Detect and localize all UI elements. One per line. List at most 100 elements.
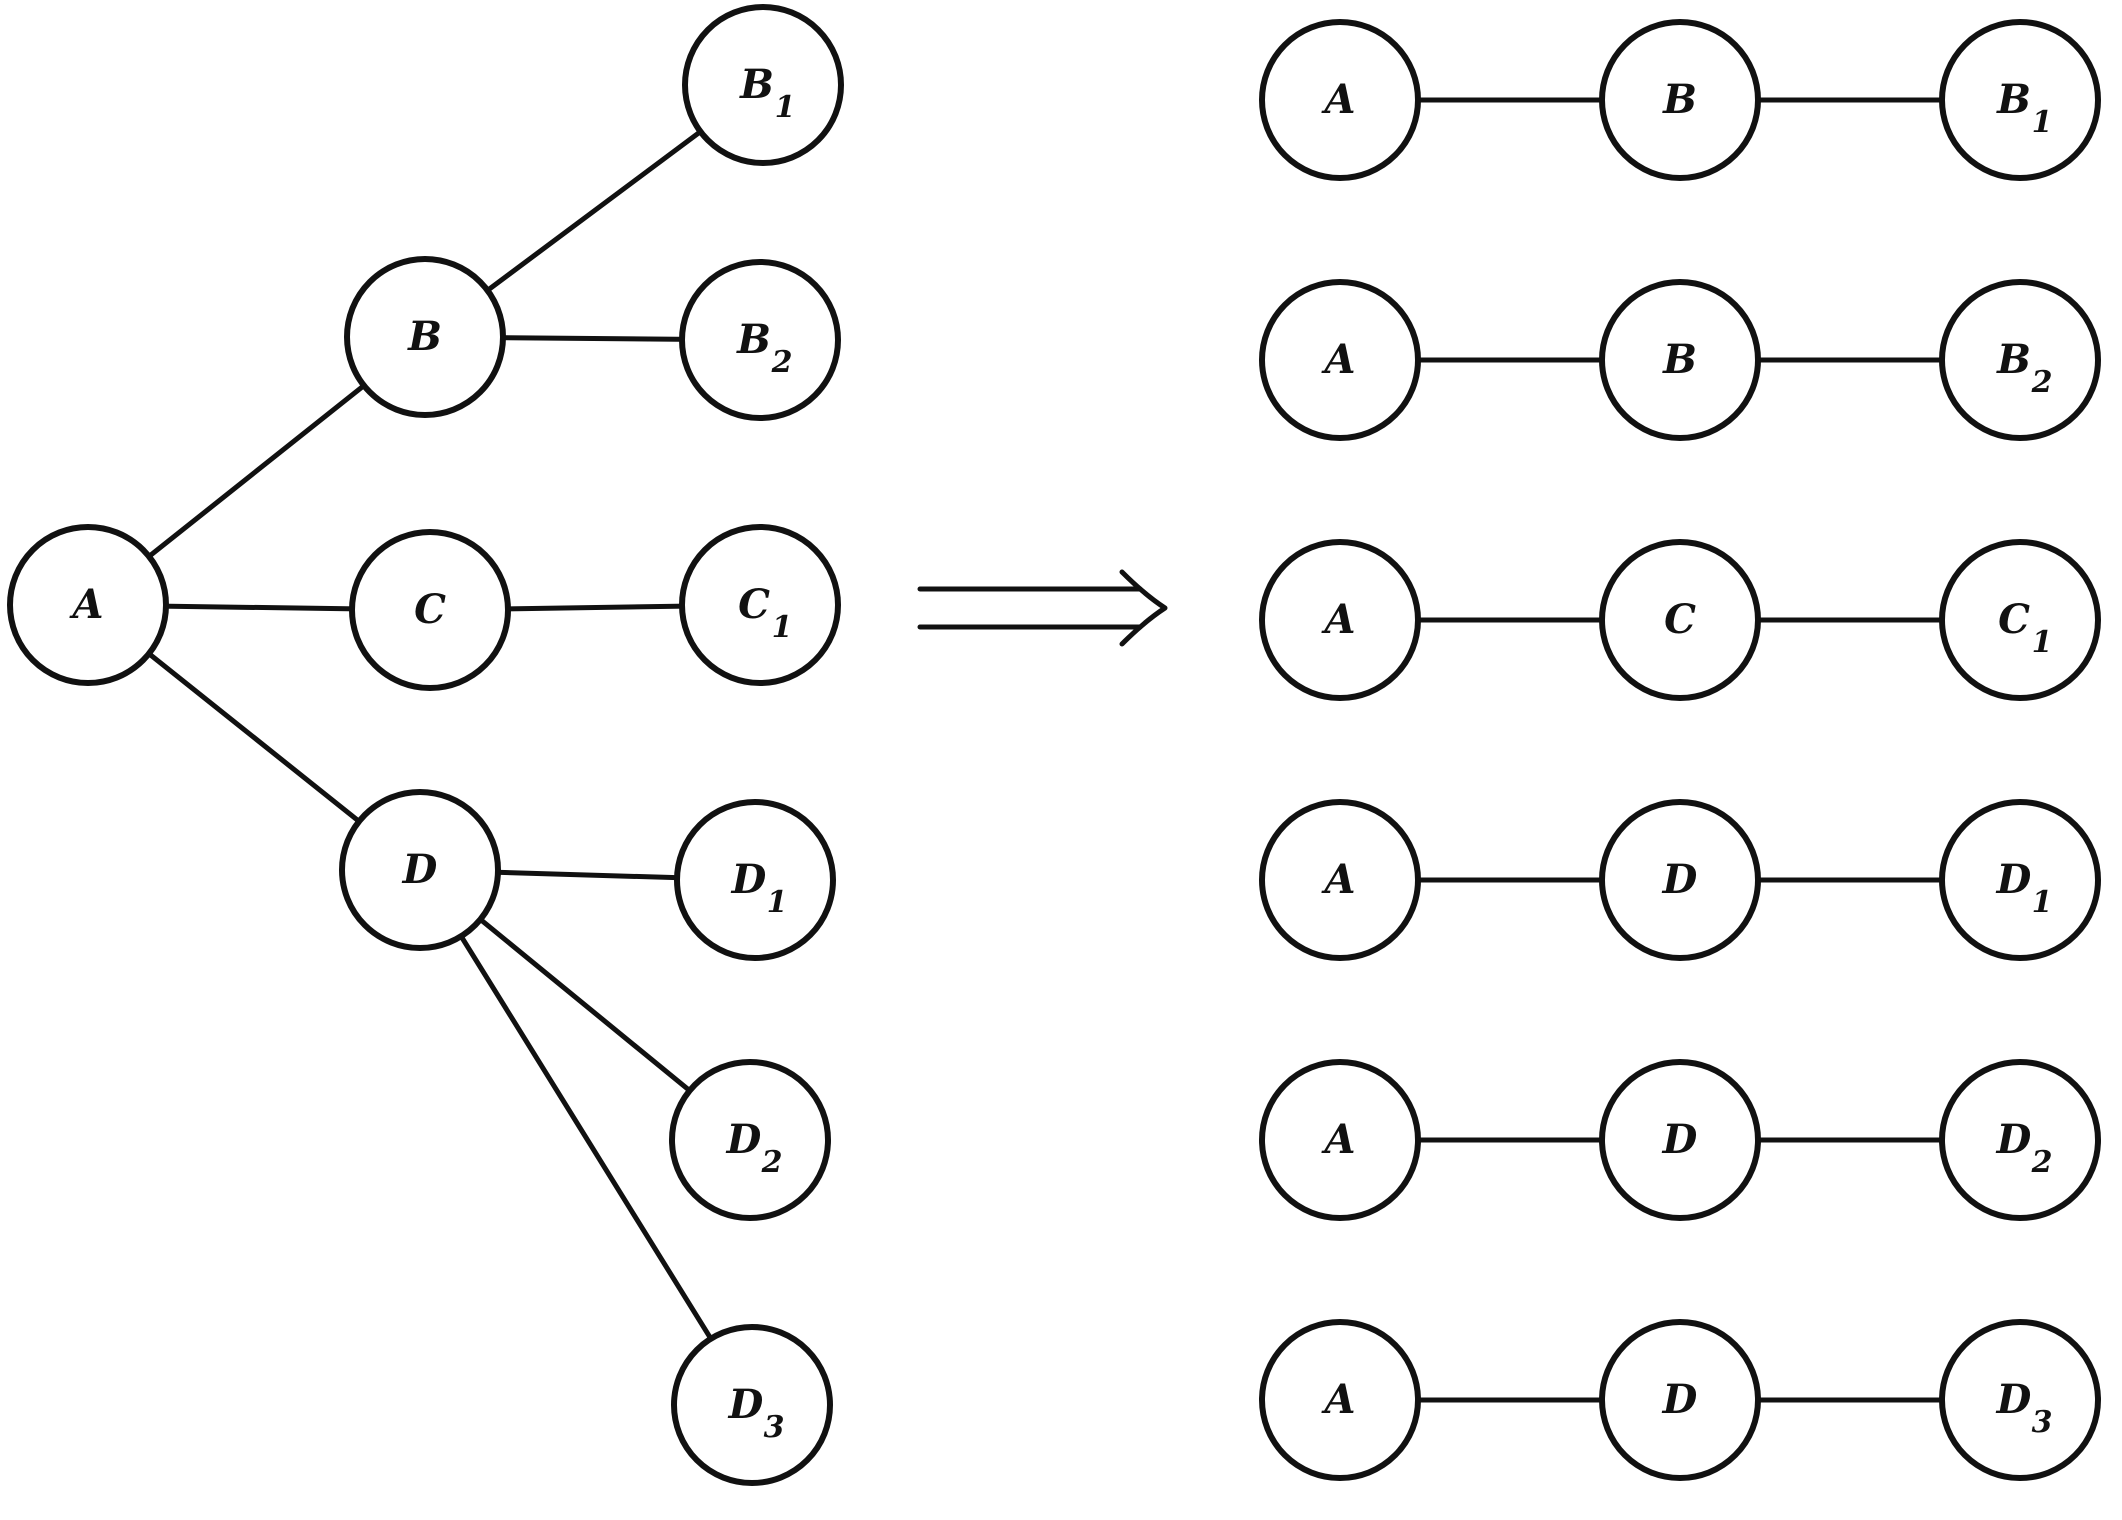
path-3-node-a: A	[1259, 539, 1421, 701]
arrow-head	[1119, 569, 1168, 647]
tree-node-c-label: C	[414, 586, 446, 633]
tree-node-c-circle	[349, 529, 511, 691]
tree-node-d3-circle	[671, 1324, 833, 1486]
path-1-node-a-circle	[1259, 19, 1421, 181]
path-1-node-b-circle	[1599, 19, 1761, 181]
path-4-node-d-label: D	[1662, 856, 1698, 903]
tree-node-d-label: D	[402, 846, 438, 893]
tree-node-d1-subscript: 1	[767, 885, 788, 920]
tree-node-b2-circle	[679, 259, 841, 421]
tree-node-d2-circle	[669, 1059, 831, 1221]
tree-node-a: A	[7, 524, 169, 686]
tree-edge-d-d3	[417, 867, 755, 1408]
path-6-node-d: D	[1599, 1319, 1761, 1481]
path-5-node-a: A	[1259, 1059, 1421, 1221]
tree-node-d3-label: D	[728, 1381, 764, 1428]
path-5-node-a-label: A	[1320, 1116, 1355, 1163]
path-6-node-d3-circle	[1939, 1319, 2101, 1481]
path-6-node-d-circle	[1599, 1319, 1761, 1481]
tree-node-c: C	[349, 529, 511, 691]
path-4-node-a-label: A	[1320, 856, 1355, 903]
tree-node-c1-label: C	[738, 581, 770, 628]
double-arrow-icon	[917, 569, 1168, 647]
path-3-node-c-label: C	[1664, 596, 1696, 643]
tree-node-b1-label: B	[739, 61, 774, 108]
tree-node-b1-subscript: 1	[775, 90, 796, 125]
path-2-node-b2-label: B	[1996, 336, 2031, 383]
tree-node-b: B	[344, 256, 506, 418]
tree-node-d-circle	[339, 789, 501, 951]
path-4-node-d1-circle	[1939, 799, 2101, 961]
path-2-node-a-label: A	[1320, 336, 1355, 383]
tree-node-d1-label: D	[731, 856, 767, 903]
path-4-node-a-circle	[1259, 799, 1421, 961]
path-2-node-a-circle	[1259, 279, 1421, 441]
tree-node-b2-subscript: 2	[771, 345, 793, 380]
path-5-node-d-circle	[1599, 1059, 1761, 1221]
path-5-node-a-circle	[1259, 1059, 1421, 1221]
path-4-node-d: D	[1599, 799, 1761, 961]
path-5-node-d2-label: D	[1996, 1116, 2032, 1163]
tree-node-d3-subscript: 3	[764, 1410, 785, 1445]
path-3-node-a-label: A	[1320, 596, 1355, 643]
path-1-node-a: A	[1259, 19, 1421, 181]
path-2-node-b2-circle	[1939, 279, 2101, 441]
path-3-node-c-circle	[1599, 539, 1761, 701]
path-1-node-b-label: B	[1662, 76, 1697, 123]
tree-node-b2-label: B	[736, 316, 771, 363]
path-3-node-c: C	[1599, 539, 1761, 701]
tree-node-c1-circle	[679, 524, 841, 686]
path-1-node-b1-label: B	[1996, 76, 2031, 123]
path-3-node-c1-subscript: 1	[2032, 625, 2053, 660]
path-6-node-d-label: D	[1662, 1376, 1698, 1423]
tree-node-b-circle	[344, 256, 506, 418]
path-5-node-d2-circle	[1939, 1059, 2101, 1221]
path-5-node-d2-subscript: 2	[2031, 1145, 2053, 1180]
path-3-node-a-circle	[1259, 539, 1421, 701]
path-6-node-a: A	[1259, 1319, 1421, 1481]
tree-node-b1-circle	[682, 4, 844, 166]
path-2-node-b-label: B	[1662, 336, 1697, 383]
path-5-node-d-label: D	[1662, 1116, 1698, 1163]
path-1-node-b1-subscript: 1	[2032, 105, 2053, 140]
path-2-node-a: A	[1259, 279, 1421, 441]
tree-node-d: D	[339, 789, 501, 951]
tree-node-a-label: A	[68, 581, 103, 628]
path-1-node-a-label: A	[1320, 76, 1355, 123]
path-6-node-a-label: A	[1320, 1376, 1355, 1423]
tree-node-a-circle	[7, 524, 169, 686]
tree-node-c1-subscript: 1	[772, 610, 793, 645]
path-2-node-b2-subscript: 2	[2031, 365, 2053, 400]
path-6-node-d3-subscript: 3	[2032, 1405, 2053, 1440]
path-4-node-d-circle	[1599, 799, 1761, 961]
tree-node-d1-circle	[674, 799, 836, 961]
path-6-node-d3-label: D	[1996, 1376, 2032, 1423]
path-4-node-d1-subscript: 1	[2032, 885, 2053, 920]
tree-node-b-label: B	[407, 313, 442, 360]
path-5-node-d: D	[1599, 1059, 1761, 1221]
path-1-node-b1-circle	[1939, 19, 2101, 181]
path-2-node-b: B	[1599, 279, 1761, 441]
path-2-node-b-circle	[1599, 279, 1761, 441]
path-6-node-a-circle	[1259, 1319, 1421, 1481]
path-3-node-c1-circle	[1939, 539, 2101, 701]
path-4-node-d1-label: D	[1996, 856, 2032, 903]
tree-node-d2-subscript: 2	[761, 1145, 783, 1180]
path-4-node-a: A	[1259, 799, 1421, 961]
path-1-node-b: B	[1599, 19, 1761, 181]
path-3-node-c1-label: C	[1998, 596, 2030, 643]
tree-node-d2-label: D	[726, 1116, 762, 1163]
